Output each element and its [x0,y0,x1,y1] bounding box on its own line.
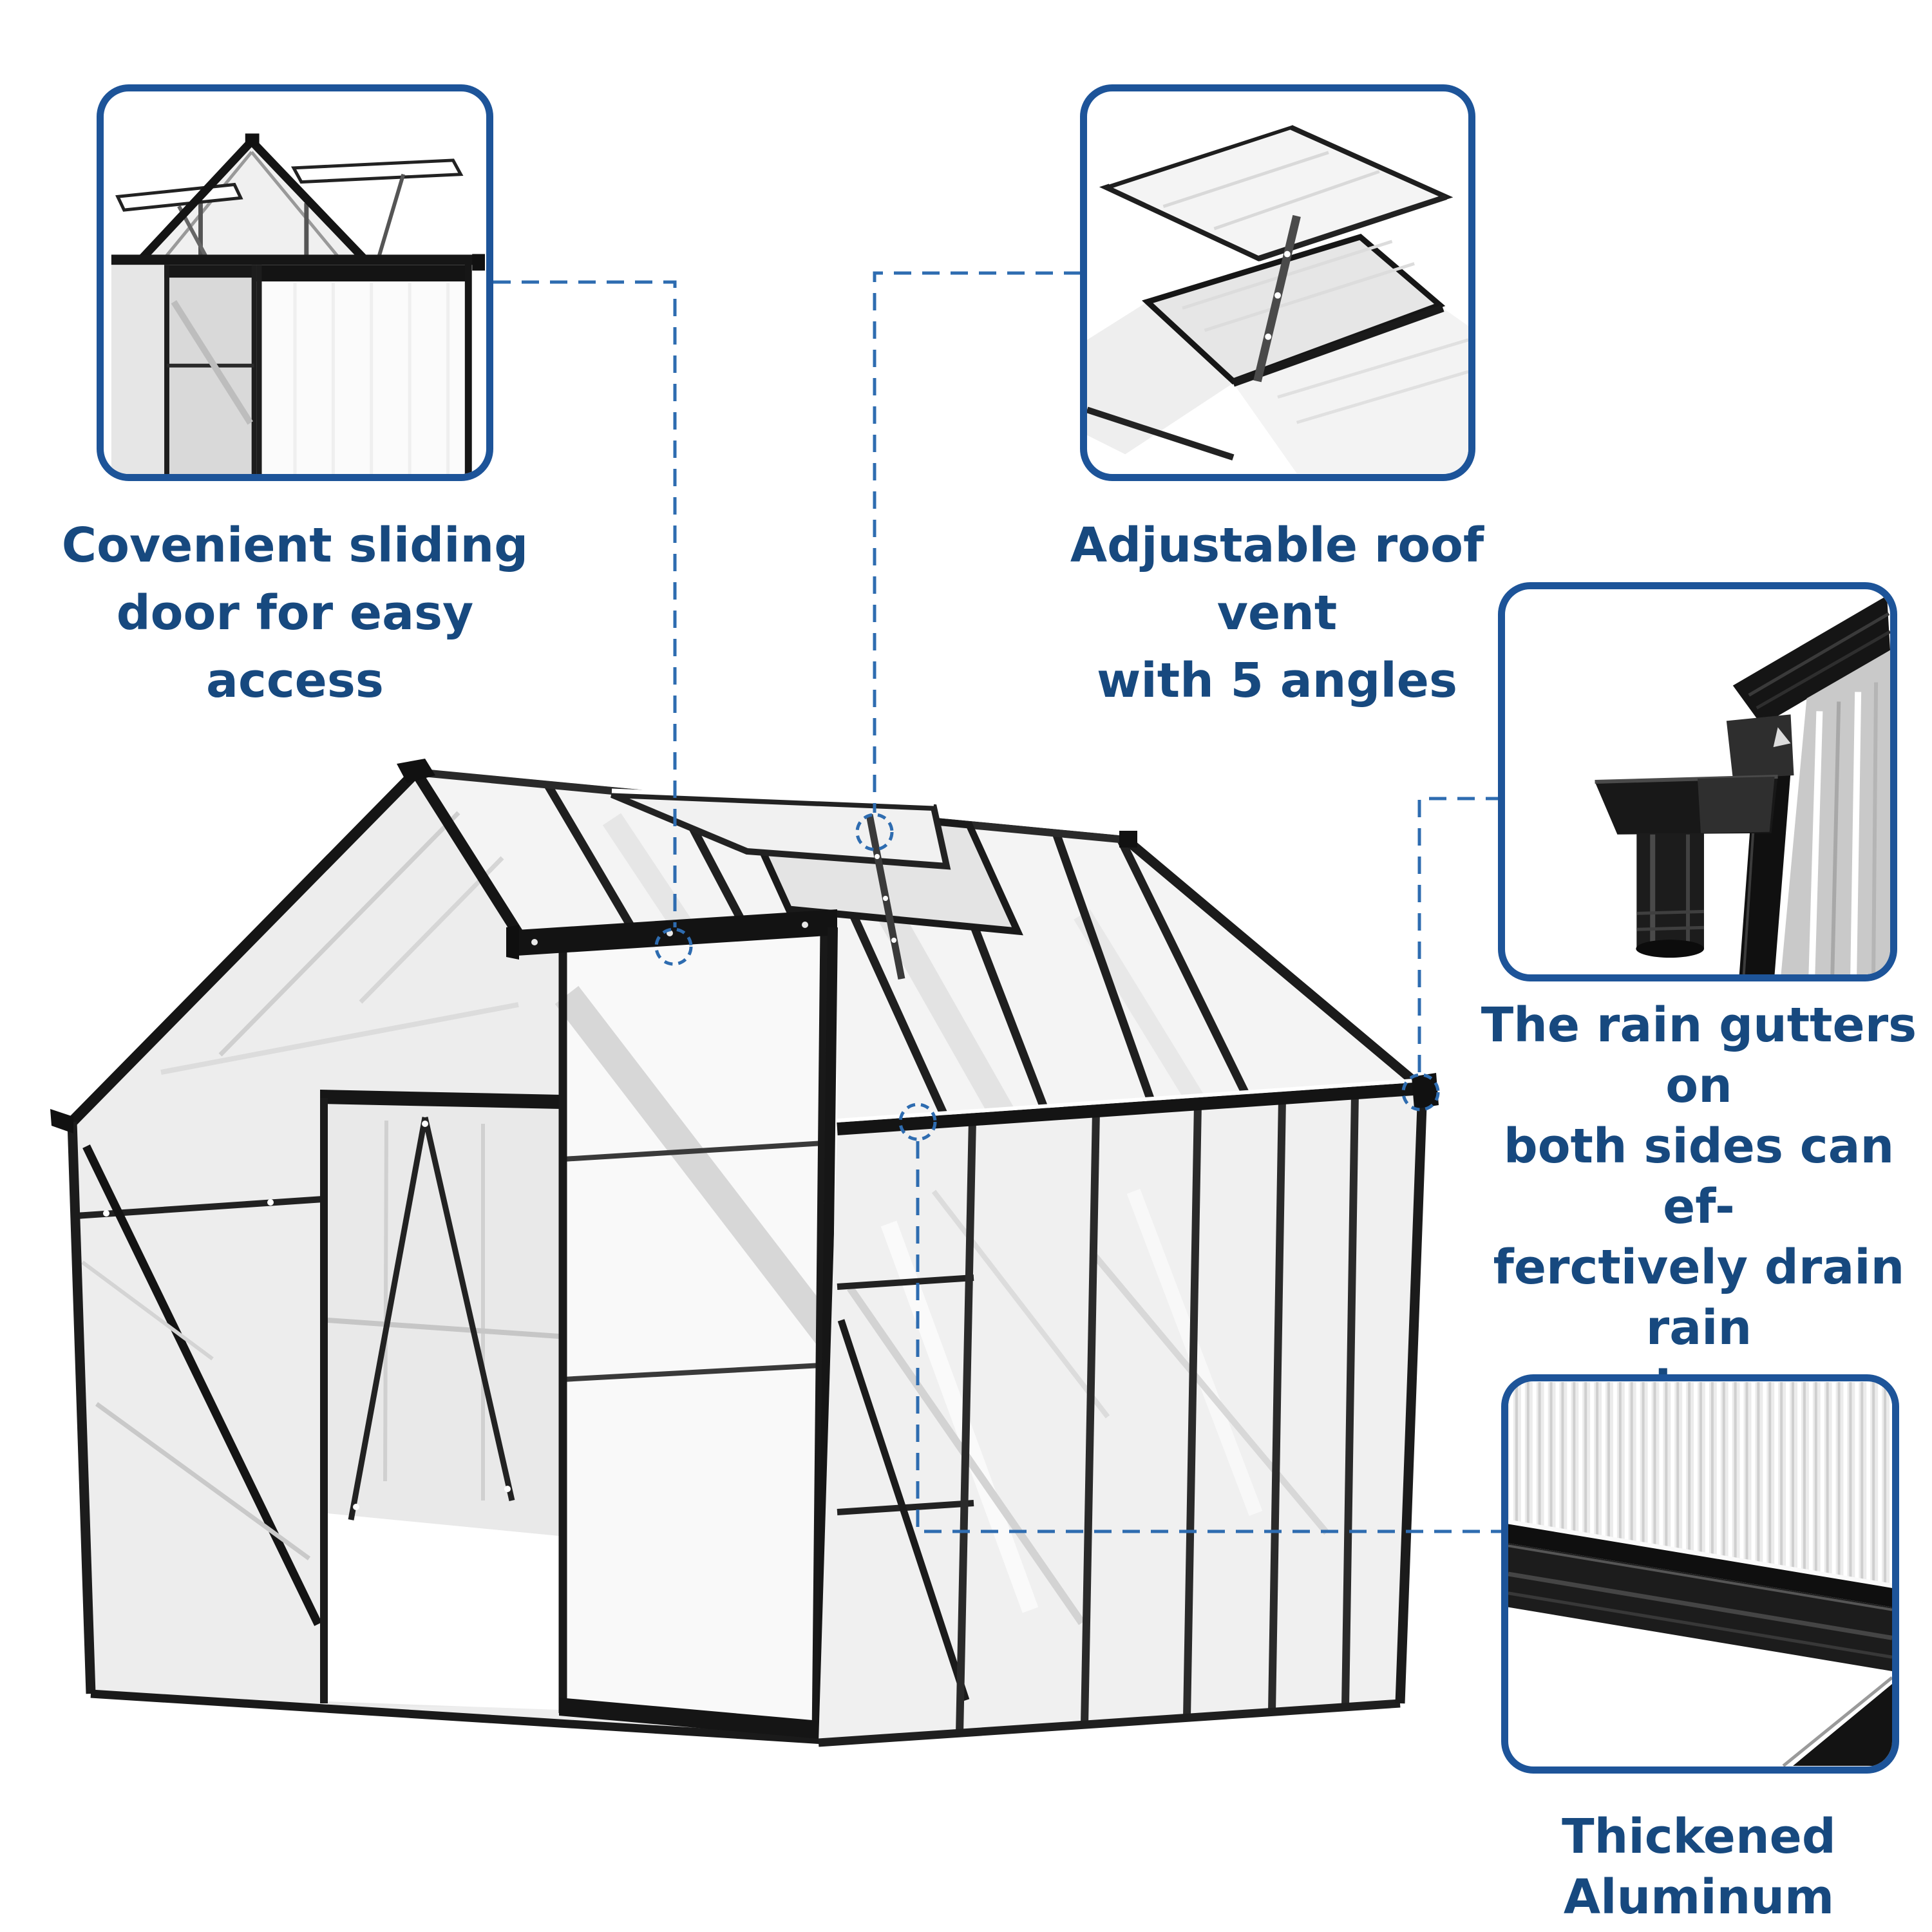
callout-line-roof-vent [873,271,1081,813]
roof-vent-photo [1087,122,1468,473]
greenhouse-roof [415,764,1426,1129]
caption-roof-vent: Adjustable roof vent with 5 angles [1070,518,1484,708]
rain-gutter-photo [1595,595,1890,974]
caption-sliding-door: Covenient sliding door for easy access [61,518,529,708]
callout-line-aluminum-frame [916,1141,1503,1533]
callout-line-sliding-door [493,280,677,927]
callout-circle-roof-vent [855,813,894,851]
callout-line-rain-gutter [1417,797,1503,1074]
greenhouse-side-wall [818,1073,1439,1747]
callout-connectors [493,271,1503,1533]
caption-rain-gutter: The rain gutters on both sides can ef- f… [1481,998,1917,1416]
aluminum-frame-photo [1508,1382,1892,1766]
caption-aluminum-frame: Thickened Aluminum Frame [1562,1809,1836,1932]
inset-box-rain-gutter [1498,582,1897,981]
inset-box-roof-vent [1080,84,1475,481]
inset-box-sliding-door [97,84,493,481]
roof-vent-open-panel [611,791,951,870]
callout-circle-aluminum-frame [898,1103,937,1141]
sliding-door-photo [111,133,486,474]
callout-circle-sliding-door [654,927,693,966]
greenhouse-sliding-door [506,909,841,1739]
inset-box-aluminum-frame [1501,1374,1899,1774]
callout-circle-rain-gutter [1401,1073,1440,1112]
